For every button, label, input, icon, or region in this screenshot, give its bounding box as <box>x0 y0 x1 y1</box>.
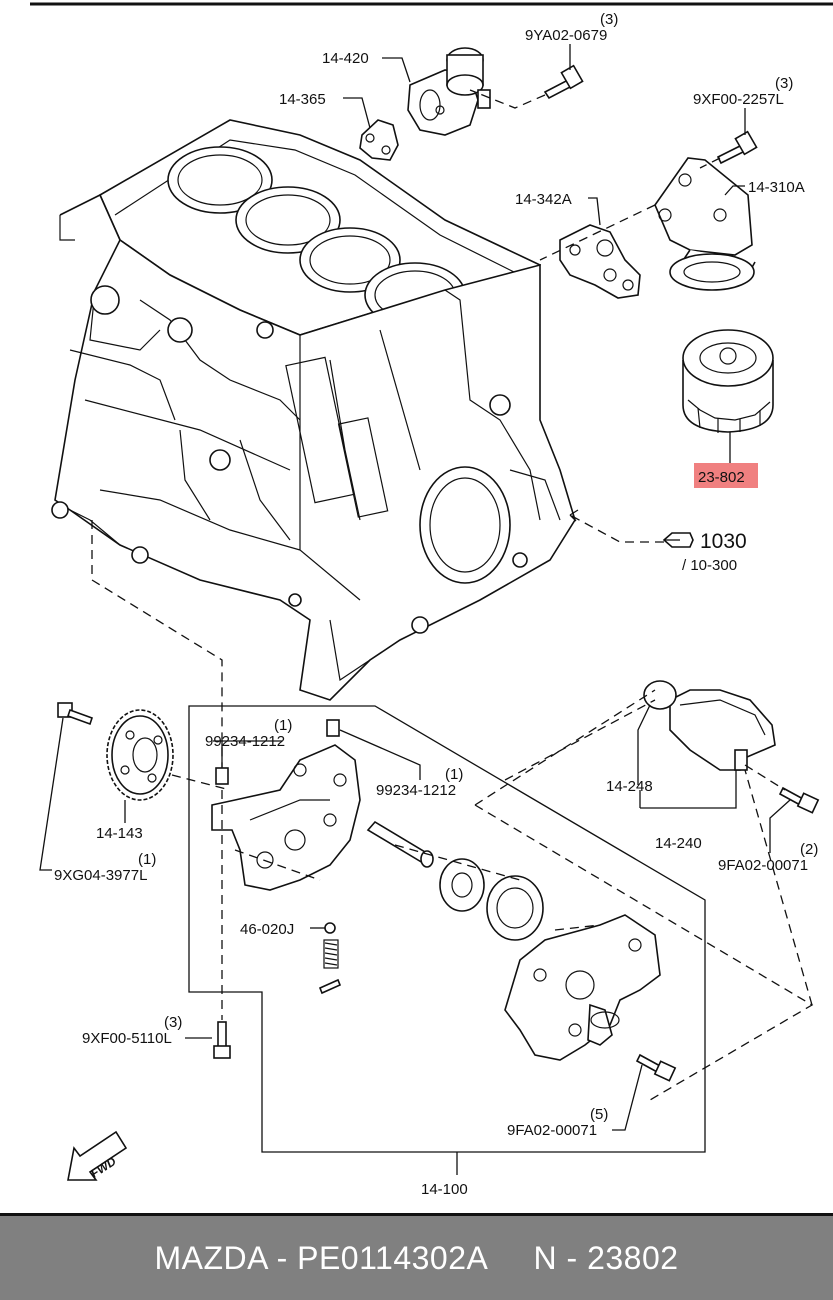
label-23-802[interactable]: 23-802 <box>698 469 745 486</box>
qty-9fa02-00071-a: (2) <box>800 841 818 858</box>
highlight-box <box>694 463 758 488</box>
cylinder-block[interactable] <box>51 119 576 701</box>
oil-filter-body[interactable] <box>654 157 756 291</box>
spring-pin[interactable] <box>318 978 342 995</box>
label-14-310a[interactable]: 14-310A <box>748 179 805 196</box>
label-10-300[interactable]: / 10-300 <box>682 557 737 574</box>
bolt-9xg04-3977l[interactable] <box>57 702 94 726</box>
oil-filter[interactable] <box>682 329 774 433</box>
footer-bar: MAZDA - PE0114302A N - 23802 <box>0 1213 833 1300</box>
relief-spring[interactable] <box>323 939 339 969</box>
qty-9xg04-3977l: (1) <box>138 851 156 868</box>
outer-rotor[interactable] <box>486 875 544 941</box>
group-box-14-100 <box>188 705 706 1153</box>
bolt-9fa02-00071-b[interactable] <box>635 1053 677 1082</box>
label-9xg04-3977l[interactable]: 9XG04-3977L <box>54 867 147 884</box>
qty-9ya02-0679: (3) <box>600 11 618 28</box>
oil-pump-cover[interactable] <box>211 744 361 891</box>
bolt-9fa02-00071-a[interactable] <box>778 786 820 814</box>
bolt-9ya02-0679[interactable] <box>543 64 584 100</box>
label-9fa02-00071-a[interactable]: 9FA02-00071 <box>718 857 808 874</box>
qty-99234-1212-a: (1) <box>274 717 292 734</box>
label-14-342a[interactable]: 14-342A <box>515 191 572 208</box>
label-1030[interactable]: 1030 <box>700 530 747 553</box>
gasket-14-342a[interactable] <box>559 224 641 299</box>
knock-pin-b[interactable] <box>326 719 340 737</box>
bolt-9xf00-2257l[interactable] <box>716 130 758 165</box>
parts-diagram: FWD <box>30 2 833 1198</box>
relief-plunger[interactable] <box>366 820 434 868</box>
o-ring-46-020j[interactable] <box>324 922 336 934</box>
oil-pump-sprocket[interactable] <box>106 709 174 801</box>
label-9xf00-5110l[interactable]: 9XF00-5110L <box>82 1030 172 1047</box>
gasket-14-248[interactable] <box>643 680 677 710</box>
label-99234-1212-a[interactable]: 99234-1212 <box>205 733 285 750</box>
inner-rotor[interactable] <box>439 858 485 912</box>
oil-strainer[interactable] <box>669 689 776 771</box>
label-14-365[interactable]: 14-365 <box>279 91 326 108</box>
label-99234-1212-b[interactable]: 99234-1212 <box>376 782 456 799</box>
reference-arrow[interactable] <box>662 532 694 548</box>
qty-9xf00-5110l: (3) <box>164 1014 182 1031</box>
knock-pin-a[interactable] <box>215 767 229 785</box>
label-14-248[interactable]: 14-248 <box>606 778 653 795</box>
oil-control-valve[interactable] <box>407 47 491 136</box>
label-9xf00-2257l[interactable]: 9XF00-2257L <box>693 91 784 108</box>
oil-pump-body[interactable] <box>504 914 661 1061</box>
qty-99234-1212-b: (1) <box>445 766 463 783</box>
leader-lines <box>39 44 814 1175</box>
qty-9fa02-00071-b: (5) <box>590 1106 608 1123</box>
label-14-420[interactable]: 14-420 <box>322 50 369 67</box>
label-9fa02-00071-b[interactable]: 9FA02-00071 <box>507 1122 597 1139</box>
fwd-arrow: FWD <box>67 1130 128 1181</box>
gasket-14-365[interactable] <box>359 119 399 161</box>
label-14-100[interactable]: 14-100 <box>421 1181 468 1198</box>
label-14-240[interactable]: 14-240 <box>655 835 702 852</box>
label-9ya02-0679[interactable]: 9YA02-0679 <box>525 27 607 44</box>
qty-9xf00-2257l: (3) <box>775 75 793 92</box>
bolt-9xf00-5110l[interactable] <box>213 1021 231 1059</box>
footer-part-number: MAZDA - PE0114302A N - 23802 <box>154 1239 679 1276</box>
label-14-143[interactable]: 14-143 <box>96 825 143 842</box>
label-46-020j[interactable]: 46-020J <box>240 921 294 938</box>
